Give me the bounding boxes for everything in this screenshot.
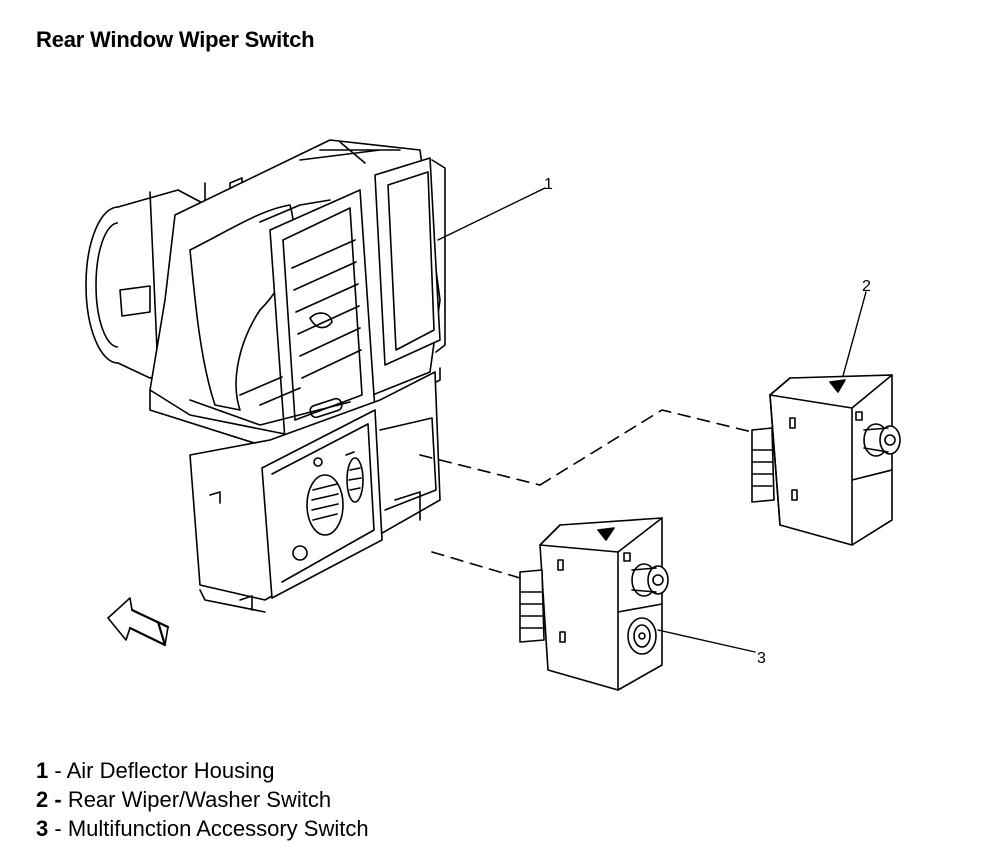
legend-item-3: 3 - Multifunction Accessory Switch <box>36 814 369 843</box>
direction-arrow-icon <box>107 597 170 647</box>
leader-lines <box>437 187 867 653</box>
legend-number: 2 <box>36 787 49 812</box>
legend-label: Multifunction Accessory Switch <box>67 816 369 841</box>
legend-label: Rear Wiper/Washer Switch <box>67 787 332 812</box>
legend-item-1: 1 - Air Deflector Housing <box>36 756 369 785</box>
switch-bracket <box>189 371 441 613</box>
legend-separator: - <box>48 816 68 841</box>
callout-3: 3 <box>757 650 766 667</box>
legend-separator: - <box>48 758 67 783</box>
rear-wiper-washer-switch <box>751 374 901 546</box>
multifunction-accessory-switch <box>519 517 669 691</box>
callout-1: 1 <box>544 176 553 193</box>
callout-2: 2 <box>862 278 871 295</box>
legend-number: 1 <box>36 758 49 783</box>
legend: 1 - Air Deflector Housing 2 - Rear Wiper… <box>36 756 369 843</box>
legend-separator: - <box>48 787 68 812</box>
assembly-guide-lines <box>419 409 753 579</box>
legend-item-2: 2 - Rear Wiper/Washer Switch <box>36 785 369 814</box>
page-title: Rear Window Wiper Switch <box>36 27 315 52</box>
legend-label: Air Deflector Housing <box>66 758 275 783</box>
air-deflector-housing <box>85 139 446 449</box>
legend-number: 3 <box>36 816 49 841</box>
